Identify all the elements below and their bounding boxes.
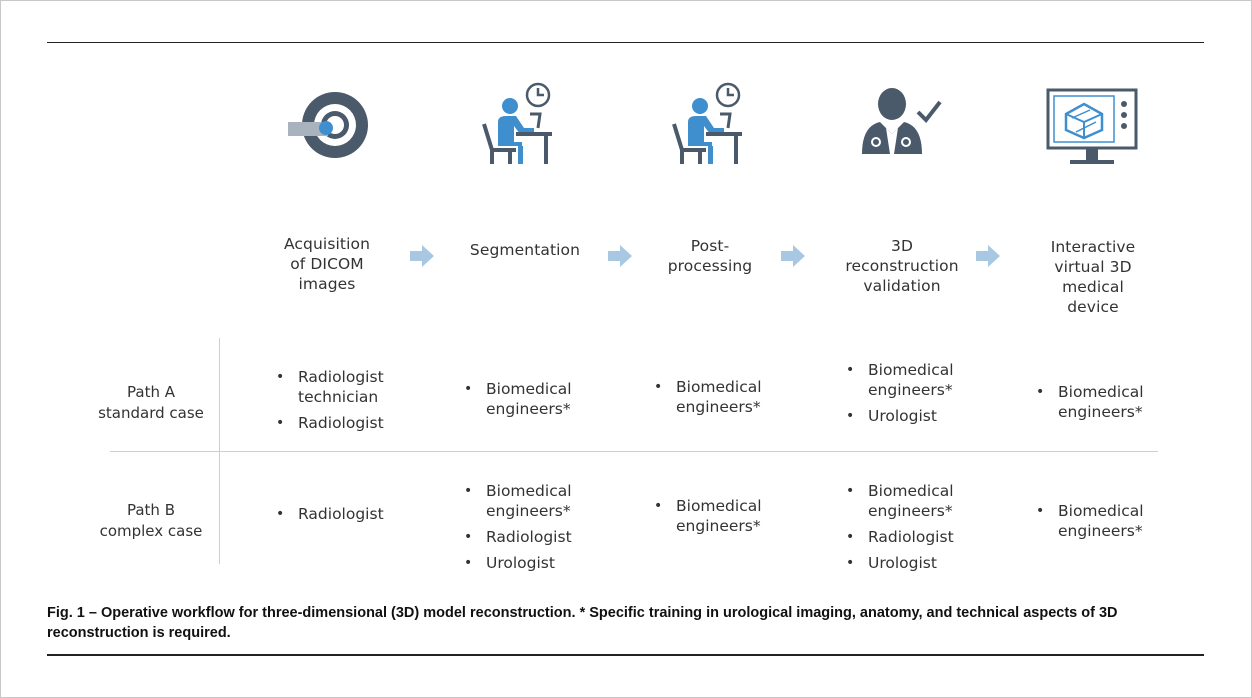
step-label-validation: 3D reconstruction validation	[845, 237, 959, 295]
list-item: Urologist	[846, 406, 954, 426]
list-item: Biomedical engineers*	[464, 379, 572, 419]
list-item: Radiologist	[846, 527, 954, 547]
list-item: Biomedical engineers*	[1036, 382, 1144, 422]
top-rule	[47, 42, 1204, 43]
step-label-segmentation: Segmentation	[469, 241, 581, 259]
step-label-post-processing: Post- processing	[667, 237, 753, 275]
path-a-roles-acquisition: Radiologist technician Radiologist	[276, 367, 384, 439]
path-b-roles-interactive-device: Biomedical engineers*	[1036, 501, 1144, 547]
path-a-roles-post-processing: Biomedical engineers*	[654, 377, 762, 423]
path-a-roles-segmentation: Biomedical engineers*	[464, 379, 572, 425]
arrow-right-icon	[976, 245, 1000, 267]
list-item: Radiologist technician	[276, 367, 384, 407]
arrow-right-icon	[781, 245, 805, 267]
row-divider	[110, 451, 1158, 452]
path-b-roles-post-processing: Biomedical engineers*	[654, 496, 762, 542]
list-item: Radiologist	[276, 413, 384, 433]
monitor-3d-model-icon	[1046, 88, 1138, 168]
list-item: Urologist	[464, 553, 572, 573]
list-item: Biomedical engineers*	[1036, 501, 1144, 541]
list-item: Urologist	[846, 553, 954, 573]
figure-caption: Fig. 1 – Operative workflow for three-di…	[47, 605, 1118, 641]
list-item: Biomedical engineers*	[654, 496, 762, 536]
arrow-right-icon	[608, 245, 632, 267]
list-item: Radiologist	[276, 504, 384, 524]
list-item: Radiologist	[464, 527, 572, 547]
list-item: Biomedical engineers*	[464, 481, 572, 521]
list-item: Biomedical engineers*	[846, 360, 954, 400]
path-b-roles-acquisition: Radiologist	[276, 504, 384, 530]
path-b-label: Path B complex case	[99, 501, 203, 540]
list-item: Biomedical engineers*	[654, 377, 762, 417]
engineer-workstation-icon	[668, 82, 746, 166]
path-a-roles-validation: Biomedical engineers* Urologist	[846, 360, 954, 432]
doctor-check-icon	[860, 86, 942, 158]
engineer-workstation-icon	[478, 82, 556, 166]
step-label-interactive-device: Interactive virtual 3D medical device	[1050, 238, 1136, 316]
path-b-roles-validation: Biomedical engineers* Radiologist Urolog…	[846, 481, 954, 579]
list-item: Biomedical engineers*	[846, 481, 954, 521]
path-a-label: Path A standard case	[98, 383, 204, 422]
mri-scanner-icon	[286, 86, 368, 164]
bottom-rule	[47, 654, 1204, 656]
step-label-acquisition: Acquisition of DICOM images	[284, 235, 370, 293]
arrow-right-icon	[410, 245, 434, 267]
path-a-roles-interactive-device: Biomedical engineers*	[1036, 382, 1144, 428]
path-b-roles-segmentation: Biomedical engineers* Radiologist Urolog…	[464, 481, 572, 579]
